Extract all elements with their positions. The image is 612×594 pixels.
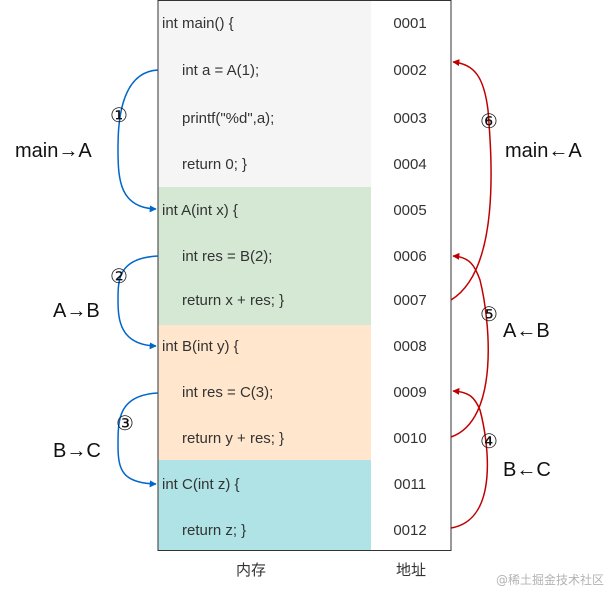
return-arrow-c-to-b	[450, 387, 489, 529]
function-b-block	[158, 325, 371, 460]
call-step-3: ③	[116, 411, 134, 435]
call-label-a-to-b: A→B	[53, 300, 100, 322]
code-line: int A(int x) {	[162, 202, 238, 219]
memory-address: 0007	[393, 292, 426, 309]
return-label-a-from-b: A←B	[503, 320, 550, 342]
return-arrow-b-to-a	[450, 252, 489, 438]
memory-address: 0009	[393, 384, 426, 401]
memory-address: 0004	[393, 156, 426, 173]
code-line: int a = A(1);	[182, 62, 259, 79]
memory-address: 0011	[394, 476, 426, 493]
return-step-4: ④	[480, 429, 498, 453]
code-line: int C(int z) {	[162, 476, 240, 493]
call-arrow-main-to-a	[117, 69, 159, 213]
main-function-block	[158, 0, 371, 187]
function-a-block	[158, 187, 371, 325]
memory-address: 0012	[393, 522, 426, 539]
return-label-b-from-c: B←C	[503, 459, 551, 481]
memory-address: 0006	[393, 248, 426, 265]
memory-address: 0008	[393, 338, 426, 355]
call-label-main-to-a: main→A	[15, 140, 92, 162]
address-caption: 地址	[396, 561, 426, 579]
call-step-2: ②	[110, 264, 128, 288]
code-line: int res = C(3);	[182, 384, 273, 401]
memory-address: 0003	[393, 110, 426, 127]
return-step-6: ⑥	[480, 109, 498, 133]
return-arrow-a-to-main	[450, 59, 492, 301]
code-line: return 0; }	[182, 156, 247, 173]
return-step-5: ⑤	[480, 302, 498, 326]
watermark: @稀土掘金技术社区	[496, 572, 604, 587]
call-arrow-a-to-b	[117, 255, 159, 350]
memory-address: 0010	[393, 430, 426, 447]
memory-address: 0001	[393, 15, 426, 32]
memory-address: 0005	[393, 202, 426, 219]
code-line: int B(int y) {	[162, 338, 239, 355]
memory-table-border	[157, 0, 452, 551]
call-label-b-to-c: B→C	[53, 440, 101, 462]
code-line: return z; }	[182, 522, 246, 539]
call-arrow-b-to-c	[117, 392, 159, 488]
return-label-main-from-a: main←A	[505, 140, 582, 162]
code-line: printf("%d",a);	[182, 110, 274, 127]
code-line: int main() {	[162, 15, 234, 32]
function-c-block	[158, 460, 371, 551]
code-line: return x + res; }	[182, 292, 284, 309]
memory-address: 0002	[393, 62, 426, 79]
call-step-1: ①	[110, 103, 128, 127]
code-line: return y + res; }	[182, 430, 284, 447]
memory-caption: 内存	[236, 561, 266, 579]
code-line: int res = B(2);	[182, 248, 272, 265]
memory-rows: int main() { 0001 int a = A(1); 0002 printf(…	[162, 15, 427, 539]
